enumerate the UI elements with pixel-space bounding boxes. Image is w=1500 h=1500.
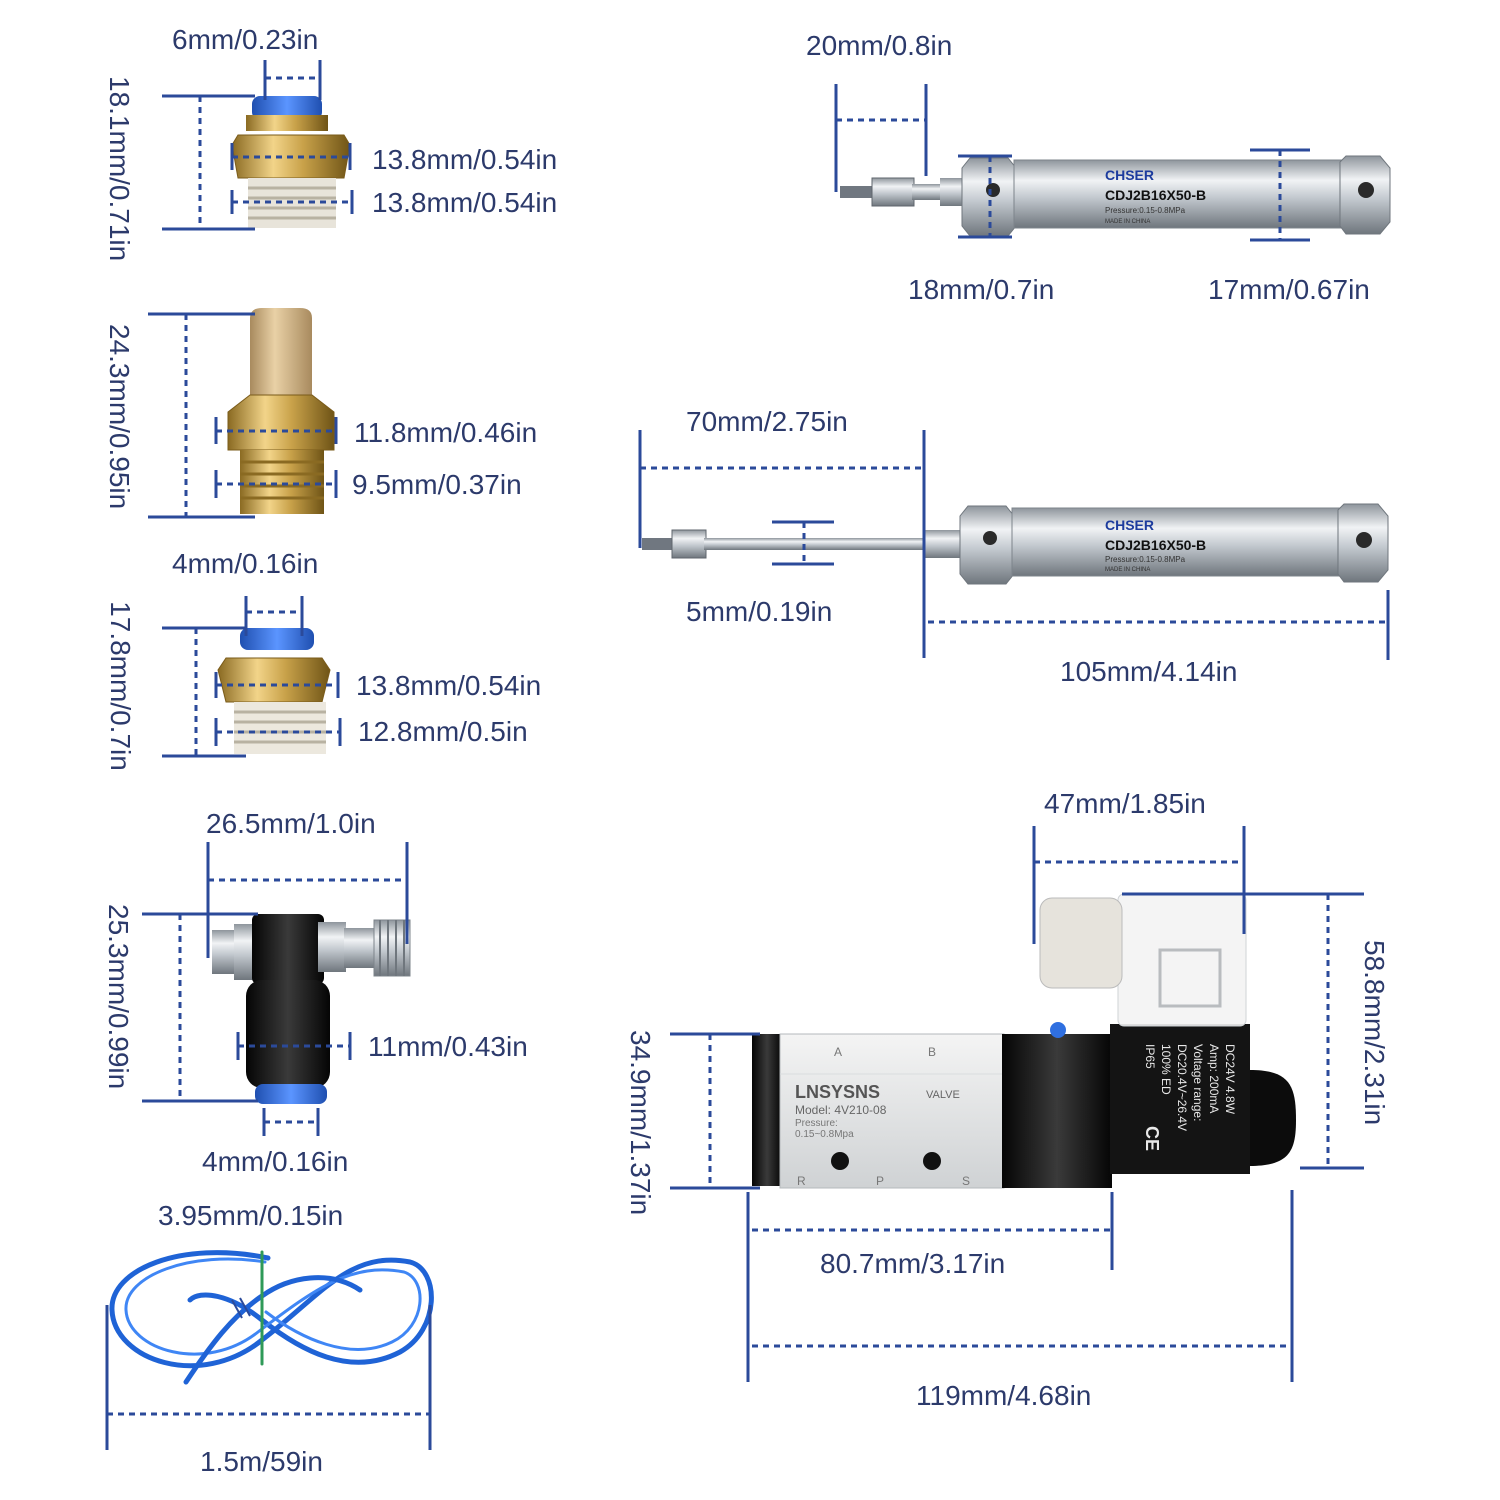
dimension-lines-cylinder-retracted	[834, 84, 1310, 242]
cylinder-extended-brand: CHSER	[1105, 517, 1154, 533]
pu-tubing-coil	[109, 1250, 434, 1385]
dimension-lines-solenoid-valve	[670, 826, 1364, 1382]
dimension-lines-tubing	[105, 1297, 432, 1450]
port-b-label: B	[928, 1045, 936, 1059]
dimension-lines-muffler	[148, 312, 338, 519]
solenoid-valve: LNSYSNS VALVE Model: 4V210-08 Pressure: …	[752, 893, 1296, 1189]
pc6-width-label: 6mm/0.23in	[172, 24, 319, 55]
dimension-lines-flow-valve	[142, 842, 409, 1136]
valve-pressure-title: Pressure:	[795, 1118, 838, 1129]
dimension-lines-pc4	[162, 596, 342, 758]
cylinder-brand: CHSER	[1105, 167, 1154, 183]
valve-pressure-value: 0.15~0.8Mpa	[795, 1129, 854, 1140]
tubing-diameter-label: 3.95mm/0.15in	[158, 1200, 344, 1231]
valve-total-height-label: 58.8mm/2.31in	[1359, 940, 1390, 1126]
flow-valve-tube-label: 4mm/0.16in	[202, 1146, 349, 1177]
valve-brand: LNSYSNS	[795, 1082, 880, 1102]
air-cylinder-retracted: CHSER CDJ2B16X50-B Pressure:0.15-0.8MPa …	[840, 155, 1391, 237]
cylinder-pressure: Pressure:0.15-0.8MPa	[1105, 206, 1186, 215]
cylinder-origin: MADE IN CHINA	[1105, 219, 1150, 225]
pc4-width-label: 4mm/0.16in	[172, 548, 319, 579]
push-fitting-4mm	[217, 628, 331, 754]
muffler-thread-label: 9.5mm/0.37in	[352, 469, 522, 500]
port-p-label: P	[876, 1174, 884, 1188]
coil-width-label: 47mm/1.85in	[1044, 788, 1206, 819]
valve-body-length-label: 80.7mm/3.17in	[820, 1248, 1006, 1279]
cylinder-model: CDJ2B16X50-B	[1105, 187, 1206, 203]
cylinder-stroke-label: 70mm/2.75in	[686, 406, 848, 437]
valve-word: VALVE	[926, 1089, 960, 1101]
muffler-silencer	[227, 308, 335, 514]
pc4-hex-label: 13.8mm/0.54in	[356, 670, 542, 701]
cylinder-rod-label: 20mm/0.8in	[806, 30, 953, 61]
flow-control-valve	[212, 914, 411, 1104]
pc6-height-label: 18.1mm/0.71in	[104, 76, 135, 262]
air-cylinder-extended: CHSER CDJ2B16X50-B Pressure:0.15-0.8MPa …	[642, 503, 1389, 585]
port-s-label: S	[962, 1174, 970, 1188]
valve-body-height-label: 34.9mm/1.37in	[625, 1030, 656, 1216]
push-fitting-6mm	[231, 96, 351, 228]
tubing-length-label: 1.5m/59in	[200, 1446, 323, 1477]
cylinder-body-length-label: 105mm/4.14in	[1060, 656, 1238, 687]
pc6-thread-label: 13.8mm/0.54in	[372, 187, 558, 218]
cylinder-extended-origin: MADE IN CHINA	[1105, 567, 1150, 573]
coil-line-4: DC20.4V~26.4V	[1175, 1044, 1189, 1131]
port-a-label: A	[834, 1045, 842, 1059]
coil-line-2: Amp: 200mA	[1207, 1044, 1221, 1113]
dimension-lines-cylinder-extended	[638, 430, 1390, 660]
coil-line-3: Voltage range:	[1191, 1044, 1205, 1121]
ce-mark: CE	[1142, 1126, 1162, 1151]
dimension-lines-pc6	[162, 60, 354, 231]
flow-valve-body-label: 11mm/0.43in	[368, 1031, 528, 1062]
muffler-height-label: 24.3mm/0.95in	[104, 324, 135, 510]
valve-total-length-label: 119mm/4.68in	[916, 1380, 1092, 1411]
coil-line-5: 100% ED	[1159, 1044, 1173, 1095]
coil-line-1: DC24V 4.8W	[1223, 1044, 1237, 1115]
cylinder-rod-diameter-label: 5mm/0.19in	[686, 596, 833, 627]
cylinder-extended-pressure: Pressure:0.15-0.8MPa	[1105, 555, 1186, 564]
port-r-label: R	[797, 1174, 806, 1188]
flow-valve-width-label: 26.5mm/1.0in	[206, 808, 376, 839]
cylinder-rear-label: 17mm/0.67in	[1208, 274, 1370, 305]
valve-model: Model: 4V210-08	[795, 1103, 887, 1117]
pc4-thread-label: 12.8mm/0.5in	[358, 716, 528, 747]
pc6-hex-label: 13.8mm/0.54in	[372, 144, 558, 175]
flow-valve-height-label: 25.3mm/0.99in	[103, 904, 134, 1090]
cylinder-front-label: 18mm/0.7in	[908, 274, 1055, 305]
muffler-hex-label: 11.8mm/0.46in	[354, 417, 538, 448]
cylinder-extended-model: CDJ2B16X50-B	[1105, 537, 1206, 553]
pc4-height-label: 17.8mm/0.7in	[105, 601, 136, 771]
coil-line-6: IP65	[1143, 1044, 1157, 1069]
